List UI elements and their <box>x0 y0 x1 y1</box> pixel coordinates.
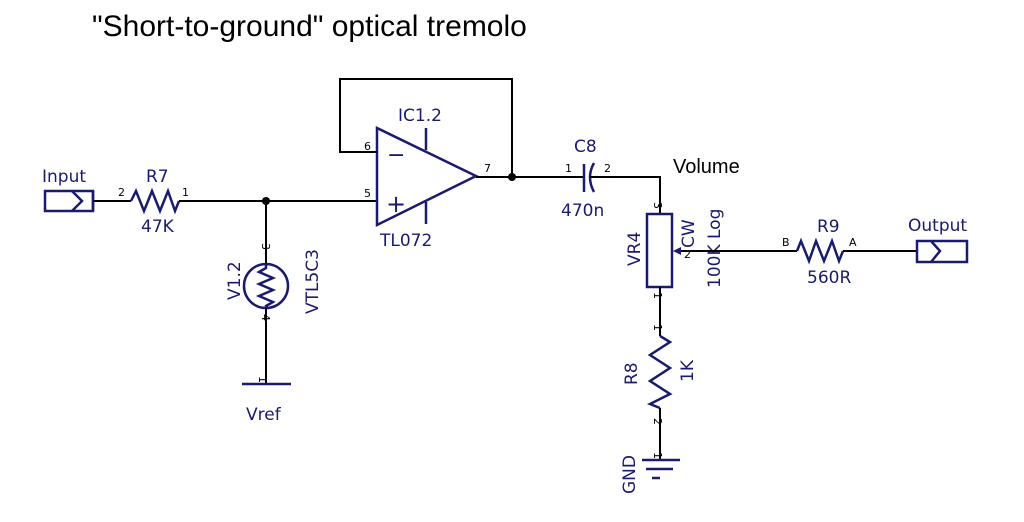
gnd-label: GND <box>620 455 640 494</box>
opamp-triangle-icon <box>375 126 479 228</box>
ic12-plus-sign: + <box>386 190 406 218</box>
junction-dot-output <box>508 173 516 181</box>
vref-pin-1: 1 <box>256 376 269 383</box>
vr4-cw-label: CW <box>679 219 699 248</box>
r9-value: 560R <box>807 268 851 288</box>
ground-symbol: 1 GND <box>620 452 680 494</box>
r7-pin-1: 1 <box>182 186 189 199</box>
vref-symbol: 1 Vref <box>242 376 291 425</box>
opamp-ic12: IC1.2 TL072 − + 6 5 7 <box>364 106 491 251</box>
ic12-minus-sign: − <box>387 143 405 168</box>
vr4-pin-2: 2 <box>684 248 691 261</box>
vr4-ref: VR4 <box>625 232 645 266</box>
ic12-pin-5: 5 <box>364 187 371 200</box>
input-label: Input <box>42 167 86 187</box>
r8-ref: R8 <box>622 362 642 385</box>
c8-value: 470n <box>561 201 604 221</box>
potentiometer-wiper-arrow-icon <box>673 247 681 255</box>
resistor-r7-zigzag-icon <box>129 187 181 215</box>
r9-pin-b: B <box>782 236 790 249</box>
output-label: Output <box>908 216 967 236</box>
vr4-pin-1: 1 <box>651 292 664 299</box>
input-port-arrow-icon <box>71 190 84 212</box>
potentiometer-vr4: Volume 3 2 VR4 CW 100K Log 1 <box>625 156 740 299</box>
wire-feedback <box>339 78 513 177</box>
potentiometer-body-icon <box>645 212 674 289</box>
vr4-title: Volume <box>673 156 740 178</box>
c8-pin-2: 2 <box>604 162 611 175</box>
gnd-pin-1: 1 <box>651 452 664 459</box>
diagram-title: "Short-to-ground" optical tremolo <box>92 10 527 43</box>
r7-pin-2: 2 <box>118 186 125 199</box>
ldr-resistor-zigzag-icon <box>255 264 277 308</box>
resistor-r9: B A R9 560R <box>782 217 857 288</box>
r9-ref: R9 <box>817 217 840 237</box>
capacitor-c8: 1 2 C8 470n <box>561 137 611 221</box>
resistor-r9-zigzag-icon <box>795 237 845 265</box>
output-port-box <box>915 239 969 264</box>
resistor-r8: 1 2 R8 1K <box>622 324 698 425</box>
v12-value: VTL5C3 <box>303 249 323 314</box>
input-port: Input <box>42 167 95 213</box>
v12-ref: V1.2 <box>225 261 245 300</box>
vr4-pin-3: 3 <box>651 202 664 209</box>
r7-value: 47K <box>141 217 175 237</box>
ldr-v12: 3 4 V1.2 VTL5C3 <box>225 243 323 321</box>
output-port: Output <box>908 216 969 264</box>
input-port-box <box>43 189 95 213</box>
r7-ref: R7 <box>146 167 169 187</box>
resistor-r7: 2 1 R7 47K <box>118 167 189 237</box>
r8-value: 1K <box>678 359 698 382</box>
ic12-value: TL072 <box>379 231 432 251</box>
r9-pin-a: A <box>849 236 857 249</box>
c8-pin-1: 1 <box>565 162 572 175</box>
ic12-pin-7: 7 <box>484 162 491 175</box>
vr4-value: 100K Log <box>705 209 725 288</box>
wire-c8-vr4 <box>590 176 661 214</box>
c8-ref: C8 <box>574 137 597 157</box>
vref-label: Vref <box>246 405 282 425</box>
r8-pin-1: 1 <box>651 324 664 331</box>
resistor-r8-zigzag-icon <box>646 334 673 410</box>
output-port-arrow-icon <box>930 240 942 263</box>
v12-pin-3: 3 <box>259 243 272 250</box>
ic12-ref: IC1.2 <box>398 106 442 126</box>
ic12-pin-6: 6 <box>364 140 371 153</box>
r8-pin-2: 2 <box>651 418 664 425</box>
